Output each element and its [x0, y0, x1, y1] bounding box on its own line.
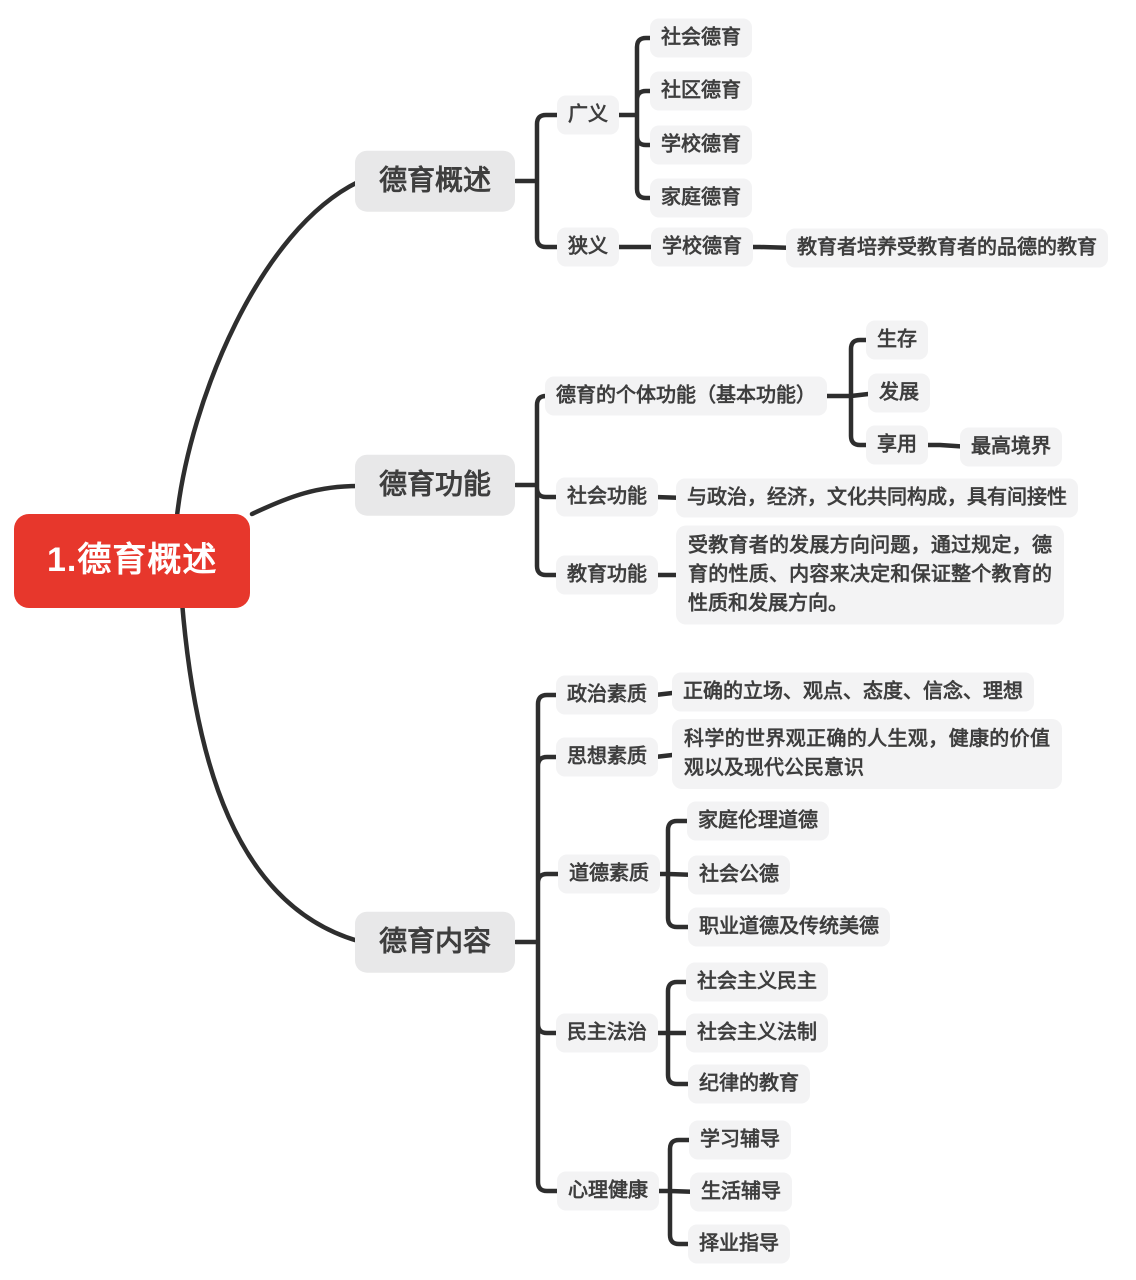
root-node[interactable]: 1.德育概述 [14, 514, 251, 608]
leaf-family-ethics[interactable]: 家庭伦理道德 [687, 801, 829, 841]
node-narrow-sense[interactable]: 狭义 [557, 227, 619, 267]
node-moral-quality[interactable]: 道德素质 [558, 854, 660, 894]
node-educational-function[interactable]: 教育功能 [556, 555, 658, 595]
leaf-moral-education-definition[interactable]: 教育者培养受教育者的品德的教育 [786, 228, 1108, 268]
node-political-quality[interactable]: 政治素质 [556, 675, 658, 715]
leaf-highest-realm[interactable]: 最高境界 [960, 427, 1062, 467]
leaf-life-guidance[interactable]: 生活辅导 [690, 1172, 792, 1212]
leaf-development[interactable]: 发展 [868, 373, 930, 413]
node-broad-sense[interactable]: 广义 [557, 95, 619, 135]
node-social-function[interactable]: 社会功能 [556, 477, 658, 517]
leaf-enjoyment[interactable]: 享用 [866, 425, 928, 465]
node-ideological-quality[interactable]: 思想素质 [556, 737, 658, 777]
leaf-political-quality-desc[interactable]: 正确的立场、观点、态度、信念、理想 [672, 672, 1034, 712]
leaf-ideological-quality-desc[interactable]: 科学的世界观正确的人生观，健康的价值观以及现代公民意识 [672, 719, 1062, 789]
leaf-family-moral-education[interactable]: 家庭德育 [650, 178, 752, 218]
leaf-career-guidance[interactable]: 择业指导 [688, 1224, 790, 1264]
node-individual-function[interactable]: 德育的个体功能（基本功能） [545, 376, 827, 416]
branch-deyu-neirong[interactable]: 德育内容 [355, 911, 516, 973]
leaf-discipline-education[interactable]: 纪律的教育 [688, 1064, 810, 1104]
node-democracy-rule-of-law[interactable]: 民主法治 [556, 1013, 658, 1053]
leaf-socialist-democracy[interactable]: 社会主义民主 [686, 962, 828, 1002]
leaf-social-function-desc[interactable]: 与政治，经济，文化共同构成，具有间接性 [676, 478, 1078, 518]
leaf-study-guidance[interactable]: 学习辅导 [689, 1120, 791, 1160]
leaf-community-moral-education[interactable]: 社区德育 [650, 71, 752, 111]
leaf-school-moral-education-2[interactable]: 学校德育 [651, 227, 753, 267]
branch-deyu-gaishu[interactable]: 德育概述 [355, 150, 516, 212]
branch-deyu-gongneng[interactable]: 德育功能 [355, 454, 516, 516]
node-mental-health[interactable]: 心理健康 [557, 1171, 659, 1211]
leaf-survival[interactable]: 生存 [866, 320, 928, 360]
leaf-professional-ethics[interactable]: 职业道德及传统美德 [688, 907, 890, 947]
leaf-school-moral-education[interactable]: 学校德育 [650, 125, 752, 165]
leaf-educational-function-desc[interactable]: 受教育者的发展方向问题，通过规定，德育的性质、内容来决定和保证整个教育的性质和发… [676, 525, 1064, 625]
leaf-socialist-legal-system[interactable]: 社会主义法制 [686, 1013, 828, 1053]
leaf-social-morality[interactable]: 社会公德 [688, 855, 790, 895]
leaf-society-moral-education[interactable]: 社会德育 [650, 18, 752, 58]
